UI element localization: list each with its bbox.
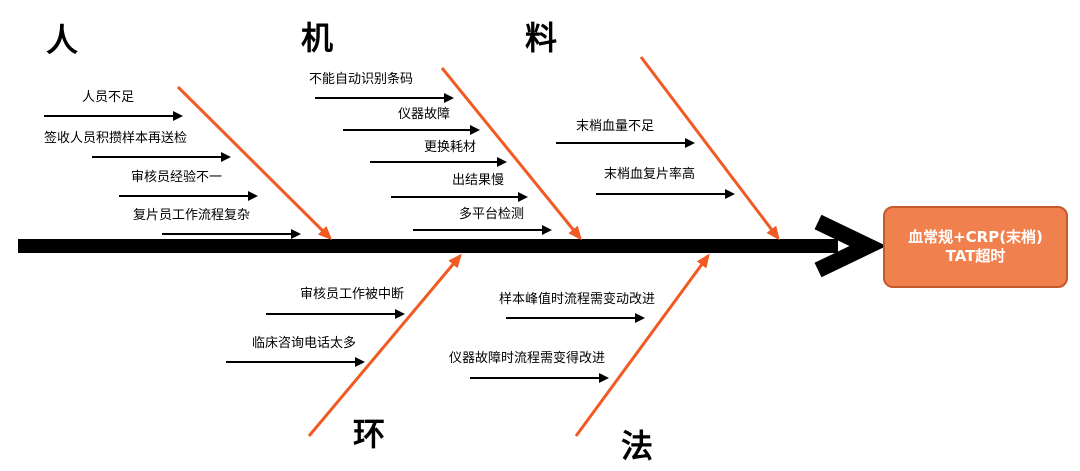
cause-label-machine-4: 出结果慢 [452, 173, 505, 188]
cause-label-method-2: 仪器故障时流程需变得改进 [449, 351, 606, 366]
cause-label-people-1: 人员不足 [82, 90, 135, 105]
cause-label-material-2: 末梢血复片率高 [604, 167, 696, 182]
cause-label-environment-1: 审核员工作被中断 [300, 287, 405, 302]
category-method: 法 [621, 427, 654, 465]
cause-label-machine-1: 不能自动识别条码 [309, 72, 414, 87]
category-people: 人 [46, 21, 79, 59]
spine-arrowhead [814, 214, 887, 278]
cause-label-people-2: 签收人员积攒样本再送检 [44, 131, 188, 146]
cause-label-machine-3: 更换耗材 [424, 140, 477, 155]
category-material: 料 [525, 19, 558, 57]
cause-label-environment-2: 临床咨询电话太多 [252, 336, 357, 351]
effect-line-2: TAT超时 [945, 247, 1006, 265]
bone-method [574, 253, 710, 437]
cause-label-people-4: 复片员工作流程复杂 [133, 208, 251, 223]
cause-label-method-1: 样本峰值时流程需变动改进 [499, 292, 656, 307]
cause-label-machine-5: 多平台检测 [459, 207, 525, 222]
category-environment: 环 [353, 415, 386, 453]
cause-label-machine-2: 仪器故障 [398, 107, 451, 122]
bone-people [176, 85, 333, 241]
bone-environment [307, 253, 462, 437]
cause-label-material-1: 末梢血量不足 [576, 119, 655, 134]
effect-line-1: 血常规+CRP(末梢) [908, 228, 1043, 247]
category-machine: 机 [301, 19, 334, 57]
effect-box: 血常规+CRP(末梢) TAT超时 [883, 206, 1068, 288]
cause-label-people-3: 审核员经验不一 [131, 170, 223, 185]
bone-material [639, 56, 780, 241]
bone-machine [440, 67, 582, 241]
